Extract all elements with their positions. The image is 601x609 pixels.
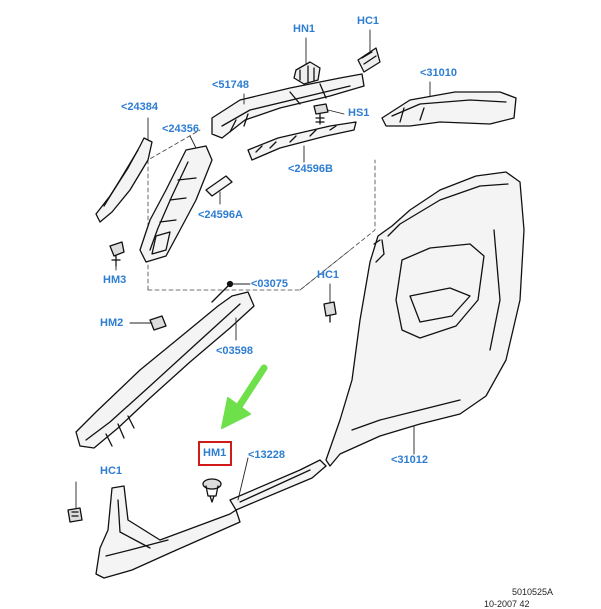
label-03598[interactable]: <03598 xyxy=(216,345,254,357)
label-hs1[interactable]: HS1 xyxy=(348,107,370,119)
trim-24596b xyxy=(247,121,357,161)
hm3-clip xyxy=(109,241,125,267)
label-24596a[interactable]: <24596A xyxy=(198,209,243,221)
footer-date: 10-2007 42 xyxy=(484,599,530,609)
trim-24596a xyxy=(205,175,233,197)
hc1-clip-bottom xyxy=(67,507,83,523)
label-24384[interactable]: <24384 xyxy=(121,101,159,113)
label-13228[interactable]: <13228 xyxy=(248,449,286,461)
label-hn1-top[interactable]: HN1 xyxy=(293,23,316,35)
label-hm3[interactable]: HM3 xyxy=(103,274,127,286)
screw-03075 xyxy=(211,280,234,303)
trim-03598 xyxy=(75,291,255,449)
lower-pillar-trim xyxy=(95,485,241,579)
trim-31010 xyxy=(381,91,517,127)
trim-24356 xyxy=(139,145,213,263)
label-31010[interactable]: <31010 xyxy=(420,67,458,79)
label-hm2[interactable]: HM2 xyxy=(100,317,124,329)
hc1-clip-mid xyxy=(323,301,337,323)
label-24596b[interactable]: <24596B xyxy=(288,163,333,175)
label-hc1-mid[interactable]: HC1 xyxy=(317,269,340,281)
label-hm1[interactable]: HM1 xyxy=(203,447,227,459)
hm2-clip xyxy=(149,315,167,331)
hn1-clip-top xyxy=(293,61,321,85)
label-51748[interactable]: <51748 xyxy=(212,79,250,91)
footer-code: 5010525A xyxy=(512,587,554,597)
leader-lines xyxy=(75,29,431,509)
hm1-clip xyxy=(202,478,222,503)
hc1-clip-top xyxy=(357,47,381,73)
label-31012[interactable]: <31012 xyxy=(391,454,429,466)
label-hc1-top[interactable]: HC1 xyxy=(357,15,380,27)
trim-13228 xyxy=(229,459,327,511)
label-03075[interactable]: <03075 xyxy=(251,278,289,290)
highlight-box-hm1 xyxy=(198,441,232,466)
label-hc1-bottom[interactable]: HC1 xyxy=(100,465,123,477)
green-pointer-arrow xyxy=(221,364,268,429)
label-24356[interactable]: <24356 xyxy=(162,123,200,135)
trim-24384 xyxy=(95,137,153,223)
trim-31012 xyxy=(325,171,525,467)
hs1-screw xyxy=(313,103,329,125)
trim-51748 xyxy=(211,73,365,139)
